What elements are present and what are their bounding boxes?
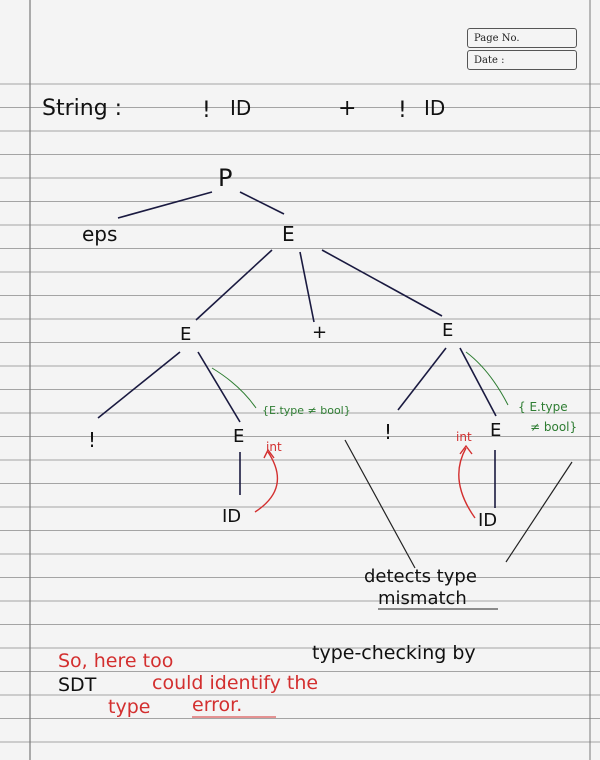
node-e-right: E bbox=[442, 320, 454, 341]
page-no-label: Page No. bbox=[474, 33, 520, 44]
red-arrow-left bbox=[254, 451, 278, 513]
mismatch-label: mismatch bbox=[378, 588, 467, 609]
string-label: String : bbox=[42, 96, 123, 121]
node-plus: + bbox=[312, 322, 328, 343]
node-e-rr: E bbox=[490, 420, 502, 441]
string-id-1: ID bbox=[230, 96, 252, 120]
node-e-top: E bbox=[282, 222, 295, 246]
conclusion-line3a: type bbox=[108, 696, 151, 718]
edge-eright-bang bbox=[397, 347, 447, 411]
edge-eleft-bang bbox=[97, 351, 181, 419]
edge-e-eright bbox=[321, 249, 443, 317]
node-bang-right: ! bbox=[384, 420, 393, 444]
green-arrows bbox=[211, 351, 509, 409]
green-arrow-left bbox=[211, 367, 257, 409]
conclusion-line2b: could identify the bbox=[152, 672, 319, 694]
conclusion-line2a: SDT bbox=[58, 674, 97, 696]
edge-e-plus bbox=[299, 251, 315, 323]
string-bang-2: ! bbox=[398, 98, 407, 123]
red-arrows bbox=[254, 444, 476, 519]
node-bang-left: ! bbox=[88, 428, 97, 452]
node-eps: eps bbox=[82, 222, 118, 246]
ruled-lines bbox=[0, 83, 600, 743]
node-id-left: ID bbox=[222, 506, 242, 527]
detects-type-label: detects type bbox=[364, 566, 477, 587]
green-annotation-right-1: { E.type bbox=[518, 400, 568, 414]
edge-eright-e bbox=[459, 347, 497, 417]
node-e-left: E bbox=[180, 324, 192, 345]
node-p: P bbox=[218, 164, 233, 192]
conclusion-line3b: error. bbox=[192, 694, 243, 716]
date-box: Date : bbox=[467, 50, 577, 70]
edge-eleft-e bbox=[197, 351, 241, 423]
node-id-right: ID bbox=[478, 510, 498, 531]
green-arrow-right bbox=[465, 351, 509, 406]
tree-edges bbox=[97, 191, 497, 508]
conclusion-line1b: type-checking by bbox=[312, 642, 476, 664]
green-annotation-left: {E.type ≠ bool} bbox=[262, 404, 351, 417]
int-label-right: int bbox=[456, 430, 472, 444]
red-arrow-left-head bbox=[263, 448, 275, 459]
string-plus: + bbox=[338, 96, 357, 121]
conclusion-line1a: So, here too bbox=[58, 650, 174, 672]
mismatch-line-left bbox=[344, 439, 416, 569]
date-label: Date : bbox=[474, 55, 505, 66]
int-label-left: int bbox=[266, 440, 282, 454]
page-no-box: Page No. bbox=[467, 28, 577, 48]
string-id-2: ID bbox=[424, 96, 446, 120]
red-arrow-right-head bbox=[459, 444, 473, 455]
node-e-ll: E bbox=[233, 426, 245, 447]
mismatch-lines bbox=[344, 439, 573, 569]
edge-p-eps bbox=[117, 191, 213, 219]
green-annotation-right-2: ≠ bool} bbox=[530, 420, 578, 434]
string-bang-1: ! bbox=[202, 98, 211, 123]
edge-p-e bbox=[239, 191, 285, 215]
mismatch-line-right bbox=[505, 461, 573, 563]
edge-e-eleft bbox=[195, 249, 273, 321]
red-arrow-right bbox=[458, 447, 476, 519]
